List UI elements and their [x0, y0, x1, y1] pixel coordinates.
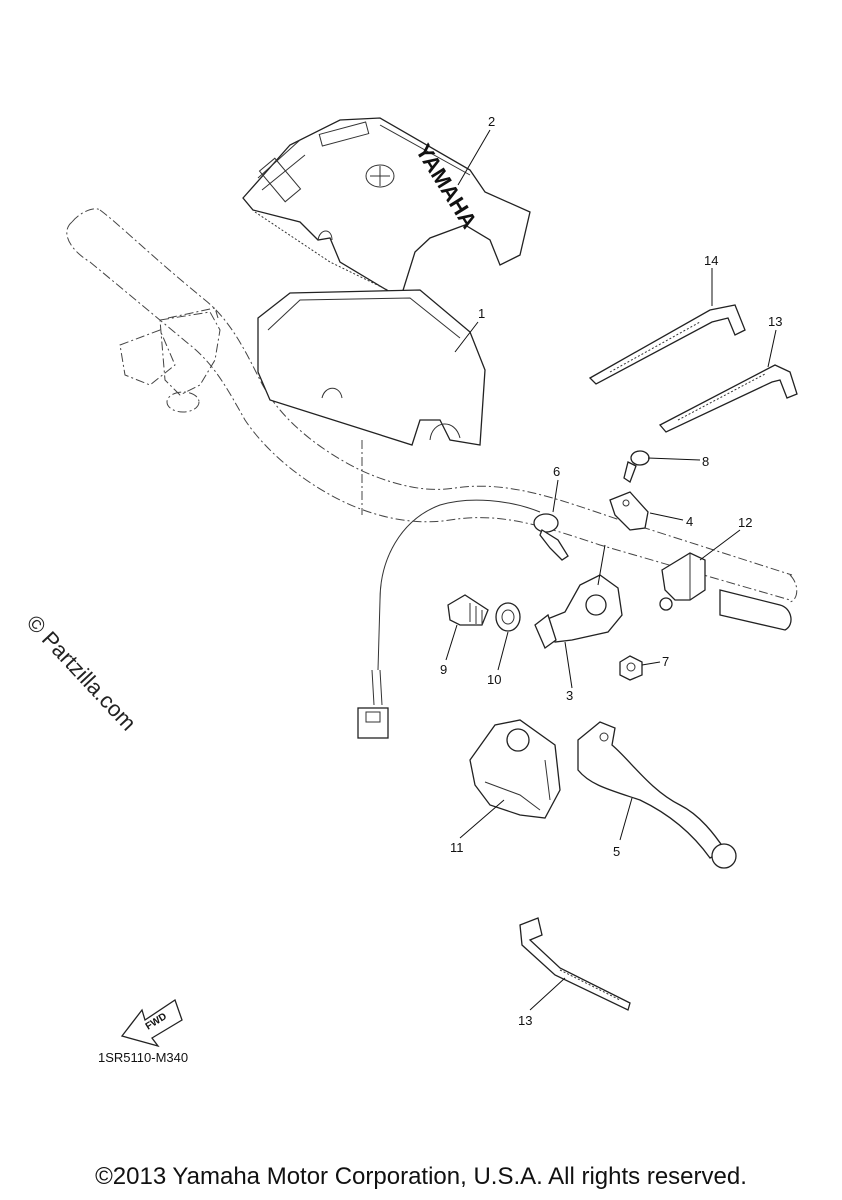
- handlebar-pad-cover: YAMAHA: [242, 117, 531, 302]
- lever-cover-11: [469, 719, 561, 819]
- lever-holder-3: [534, 574, 623, 650]
- cable-tie-14: [588, 304, 746, 385]
- left-switch-housing: [119, 307, 221, 413]
- fwd-arrow-icon: FWD: [120, 998, 183, 1048]
- right-grip: [719, 589, 792, 631]
- callout-9: 9: [440, 662, 447, 677]
- screw-8: [623, 450, 650, 483]
- callout-1: 1: [478, 306, 485, 321]
- callout-3: 3: [566, 688, 573, 703]
- nut-7: [619, 655, 643, 681]
- cable-tie-13-lower: [519, 917, 631, 1011]
- leader-lines: [445, 129, 777, 1011]
- callout-12: 12: [738, 515, 752, 530]
- locknut-10: [495, 602, 521, 632]
- callout-13-upper: 13: [768, 314, 782, 329]
- handlebar-pad: [257, 289, 486, 446]
- reference-code: 1SR5110-M340: [98, 1050, 189, 1065]
- lever-5: [577, 721, 737, 869]
- callout-2: 2: [488, 114, 495, 129]
- callouts: 2 1 14 13 8 4 6 12 7 3 9 10 11 5 13: [440, 114, 782, 1028]
- cable-tie-13-upper: [658, 364, 798, 433]
- callout-10: 10: [487, 672, 501, 687]
- callout-14: 14: [704, 253, 718, 268]
- holder-clamp-4: [609, 491, 649, 531]
- bolt-6: [533, 513, 569, 561]
- wire-harness: [357, 499, 541, 739]
- copyright-notice: ©2013 Yamaha Motor Corporation, U.S.A. A…: [95, 1163, 747, 1190]
- callout-13-lower: 13: [518, 1013, 532, 1028]
- switch-12: [659, 552, 706, 611]
- callout-7: 7: [662, 654, 669, 669]
- handlebar-outline: [66, 208, 798, 603]
- callout-11: 11: [450, 840, 464, 855]
- adjuster-bolt-9: [447, 594, 489, 626]
- callout-6: 6: [553, 464, 560, 479]
- callout-8: 8: [702, 454, 709, 469]
- callout-5: 5: [613, 844, 620, 859]
- callout-4: 4: [686, 514, 693, 529]
